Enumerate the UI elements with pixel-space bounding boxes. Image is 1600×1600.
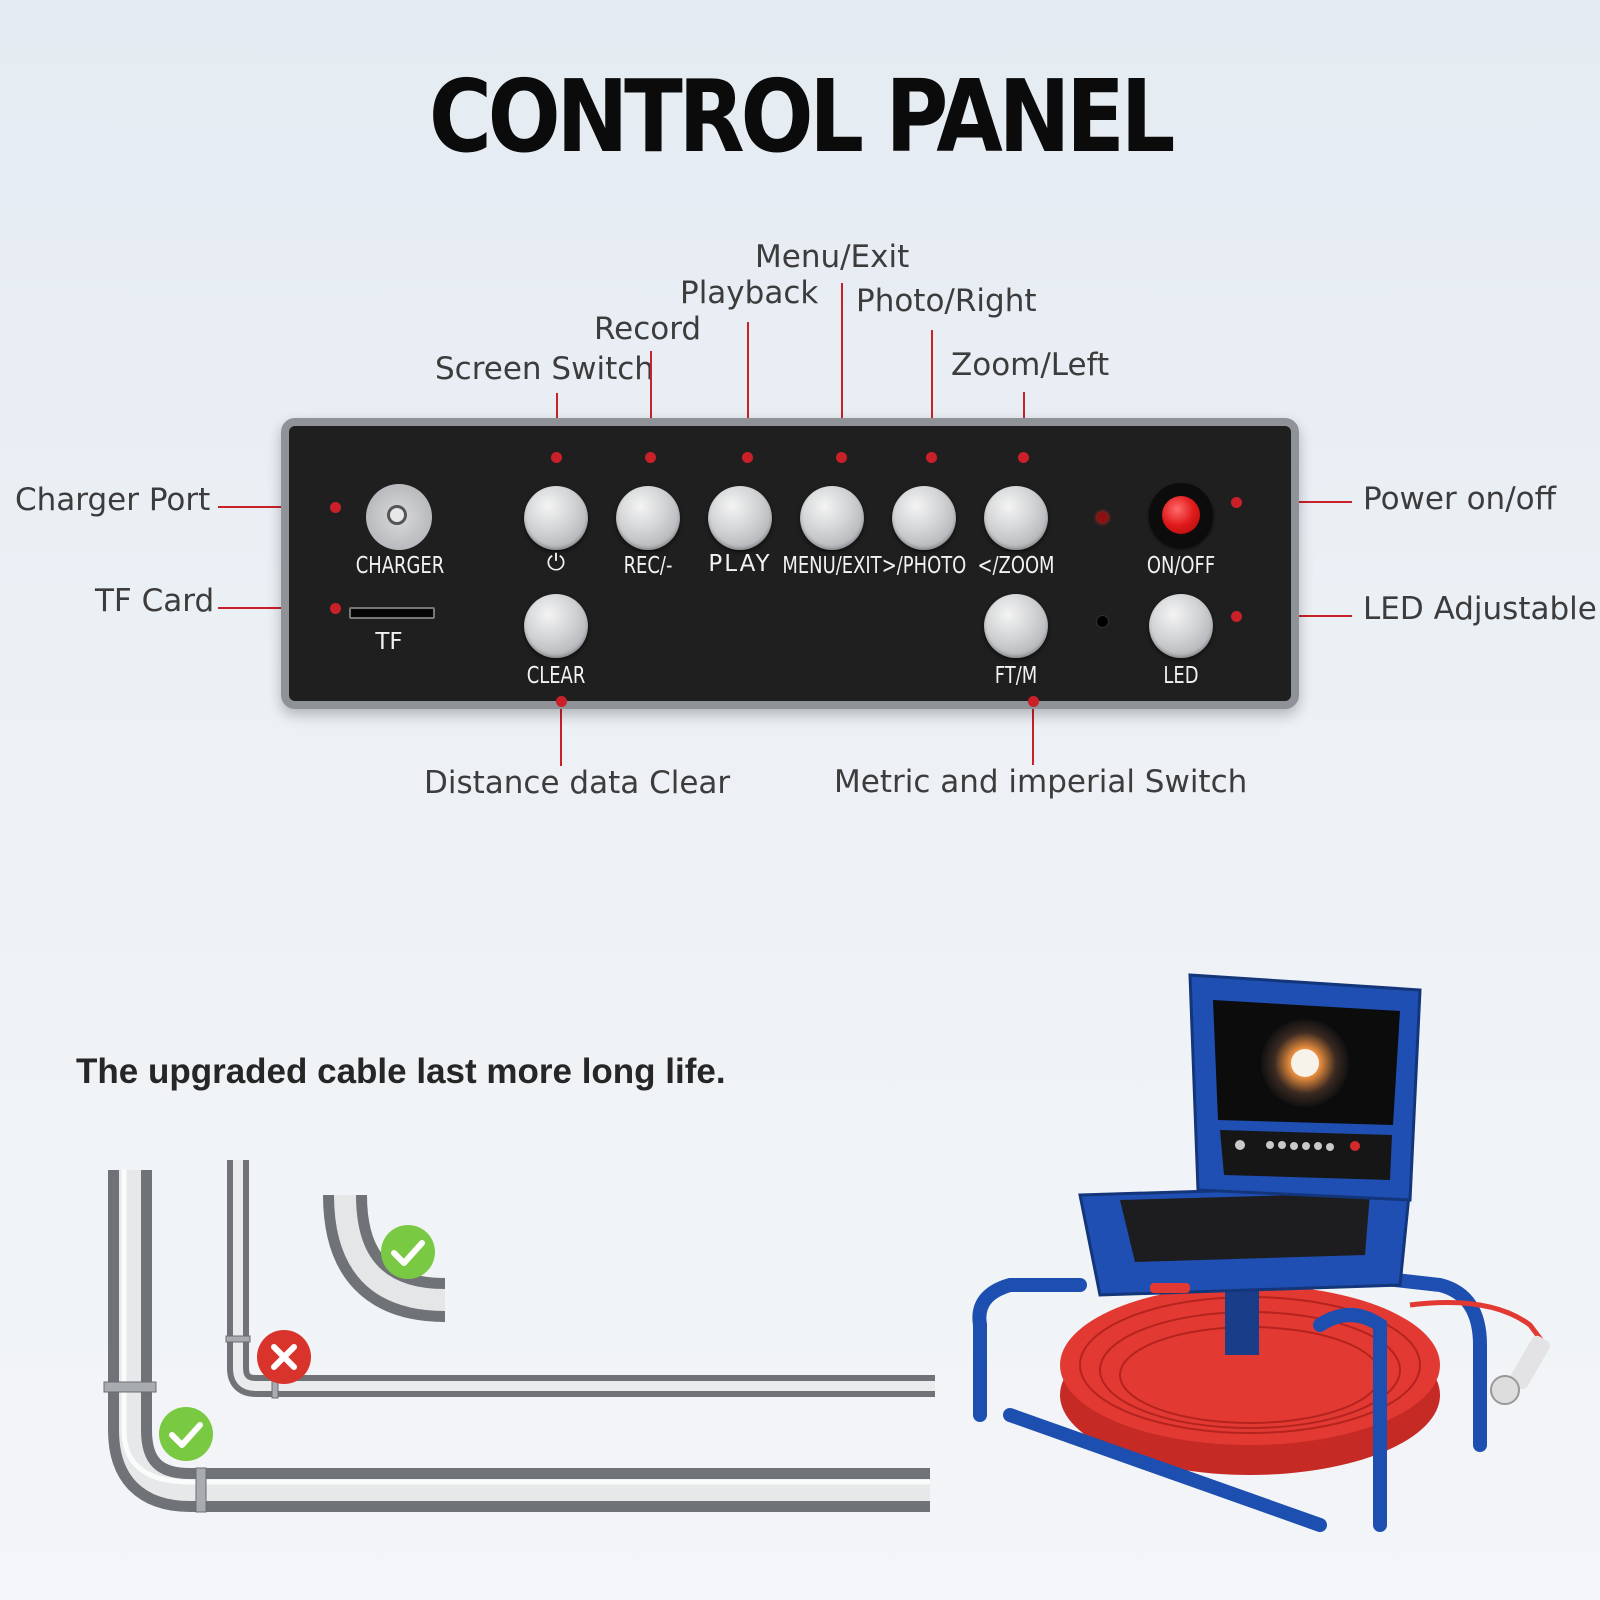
ft-m-button[interactable] (984, 594, 1048, 658)
zoom-left-button[interactable] (984, 486, 1048, 550)
elbow-pipe (323, 1194, 446, 1322)
cable-caption: The upgraded cable last more long life. (76, 1052, 726, 1091)
large-bend-pipe (103, 1170, 930, 1513)
cross-icon (257, 1330, 311, 1384)
leader-record (650, 351, 652, 455)
record-button[interactable] (616, 486, 680, 550)
callout-tf-card: TF Card (95, 583, 215, 619)
page-title: CONTROL PANEL (428, 58, 1176, 175)
power-indicator-led (1097, 512, 1108, 523)
leader-playback (747, 322, 749, 455)
label-zoom: </ZOOM (977, 553, 1055, 579)
check-icon (381, 1225, 435, 1279)
play-button[interactable] (708, 486, 772, 550)
callout-charger-port: Charger Port (15, 482, 211, 518)
callout-record: Record (594, 311, 702, 347)
label-tf: TF (375, 629, 403, 655)
light-sensor-dot (1096, 615, 1109, 628)
callout-led-adjustable: LED Adjustable (1363, 591, 1597, 627)
clear-button[interactable] (524, 594, 588, 658)
power-button[interactable] (1149, 483, 1213, 547)
callout-distance-clear: Distance data Clear (424, 765, 731, 801)
leader-photo-right (931, 330, 933, 455)
callout-playback: Playback (680, 275, 819, 311)
leader-metric-imperial (1032, 700, 1034, 765)
charger-port-icon[interactable] (366, 484, 432, 550)
callout-metric-imperial: Metric and imperial Switch (834, 764, 1248, 800)
led-button[interactable] (1149, 594, 1213, 658)
leader-dot-playback (742, 452, 753, 463)
label-photo: >/PHOTO (881, 553, 967, 579)
menu-exit-button[interactable] (800, 486, 864, 550)
screen-switch-button[interactable] (524, 486, 588, 550)
label-ft-m: FT/M (994, 663, 1038, 689)
leader-dot-screen-switch (551, 452, 562, 463)
leader-menu-exit (841, 283, 843, 455)
sharp-bend-pipe (225, 1160, 935, 1399)
callout-zoom-left: Zoom/Left (951, 347, 1110, 383)
leader-dot-photo-right (926, 452, 937, 463)
label-rec: REC/- (623, 553, 673, 579)
leader-dot-metric-imperial (1028, 696, 1039, 707)
leader-distance-clear (560, 700, 562, 766)
leader-dot-charger-port (330, 502, 341, 513)
label-menu-exit: MENU/EXIT (782, 553, 882, 579)
check-icon (159, 1407, 213, 1461)
label-charger: CHARGER (355, 553, 445, 579)
label-play: PLAY (708, 551, 772, 577)
label-clear: CLEAR (526, 663, 586, 689)
inspection-camera-reel-image (972, 973, 1550, 1532)
leader-dot-record (645, 452, 656, 463)
leader-charger-port (218, 506, 333, 508)
callout-menu-exit: Menu/Exit (755, 239, 910, 275)
callout-screen-switch: Screen Switch (435, 351, 654, 387)
tf-card-slot[interactable] (349, 607, 435, 619)
photo-right-button[interactable] (892, 486, 956, 550)
leader-tf-card (218, 607, 333, 609)
leader-dot-zoom-left (1018, 452, 1029, 463)
label-on-off: ON/OFF (1146, 553, 1216, 579)
leader-dot-power (1231, 497, 1242, 508)
label-screen-switch: ⏻ (546, 550, 566, 576)
leader-dot-distance-clear (556, 696, 567, 707)
callout-power: Power on/off (1363, 481, 1556, 517)
leader-dot-menu-exit (836, 452, 847, 463)
label-led: LED (1163, 663, 1199, 689)
pipe-illustration (103, 1160, 935, 1513)
callout-photo-right: Photo/Right (856, 283, 1037, 319)
leader-dot-led (1231, 611, 1242, 622)
leader-dot-tf-card (330, 603, 341, 614)
control-panel: CHARGER TF ⏻ REC/- PLAY MENU/EXIT >/PHOT… (281, 418, 1299, 709)
